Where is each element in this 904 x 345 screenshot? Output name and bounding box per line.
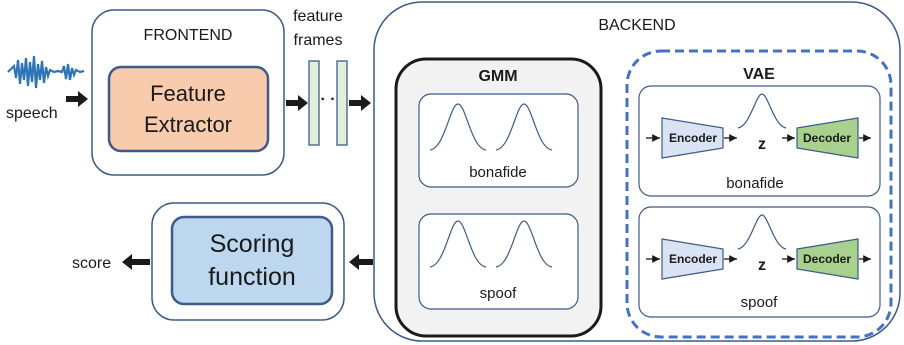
feature-extractor-line1: Feature [150, 81, 226, 106]
frames-to-backend-arrow [349, 95, 371, 111]
feature-frame-2 [336, 60, 348, 146]
vae-spoof-z-label: z [758, 257, 766, 274]
vae-bonafide-encoder [661, 117, 724, 159]
vae-spoof-decoder [796, 238, 859, 280]
speech-label: speech [6, 105, 58, 122]
vae-bonafide-decoder-label: Decoder [803, 131, 851, 145]
vae-bonafide-panel [638, 85, 881, 197]
feature-extractor-line2: Extractor [144, 112, 232, 137]
vae-bonafide-z-label: z [758, 136, 766, 153]
gmm-bonafide-label: bonafide [469, 164, 527, 181]
gmm-title: GMM [478, 68, 517, 85]
gmm-bonafide-gaussian-2 [495, 103, 553, 151]
frontend-to-frames-arrow [286, 95, 308, 111]
speech-arrow [66, 91, 88, 107]
vae-spoof-decoder-label: Decoder [803, 252, 851, 266]
gmm-bonafide-gaussian-1 [429, 103, 487, 151]
gmm-spoof-gaussian-1 [429, 220, 487, 268]
scoring-function-box [170, 215, 334, 306]
feature-extractor-box [107, 65, 270, 153]
scoring-function-line1: Scoring [210, 230, 295, 258]
vae-spoof-panel [638, 206, 881, 318]
score-label: score [72, 255, 111, 272]
feature-frame-dots: · · [320, 91, 335, 108]
feature-frames-label-line1: feature [293, 8, 343, 25]
vae-spoof-encoder-label: Encoder [669, 252, 717, 266]
scoring-function-line2: function [208, 263, 296, 291]
vae-spoof-label: spoof [741, 294, 779, 311]
vae-bonafide-decoder [796, 117, 859, 159]
backend-to-scoring-arrow [349, 254, 373, 270]
frontend-title: FRONTEND [144, 27, 233, 44]
gmm-spoof-panel [418, 213, 579, 310]
vae-bonafide-label: bonafide [726, 175, 784, 192]
backend-title: BACKEND [598, 17, 675, 34]
feature-frames-label-line2: frames [294, 32, 343, 49]
gmm-spoof-gaussian-2 [495, 220, 553, 268]
vae-bonafide-encoder-label: Encoder [669, 131, 717, 145]
vae-spoof-latent-gaussian [737, 214, 787, 250]
gmm-bonafide-panel [418, 93, 579, 188]
gmm-spoof-label: spoof [480, 285, 518, 302]
vae-title: VAE [743, 66, 775, 83]
feature-frame-1 [308, 60, 320, 146]
speech-waveform-icon [7, 55, 85, 89]
vae-spoof-encoder [661, 238, 724, 280]
vae-bonafide-latent-gaussian [737, 93, 787, 129]
scoring-to-score-arrow [122, 254, 150, 270]
